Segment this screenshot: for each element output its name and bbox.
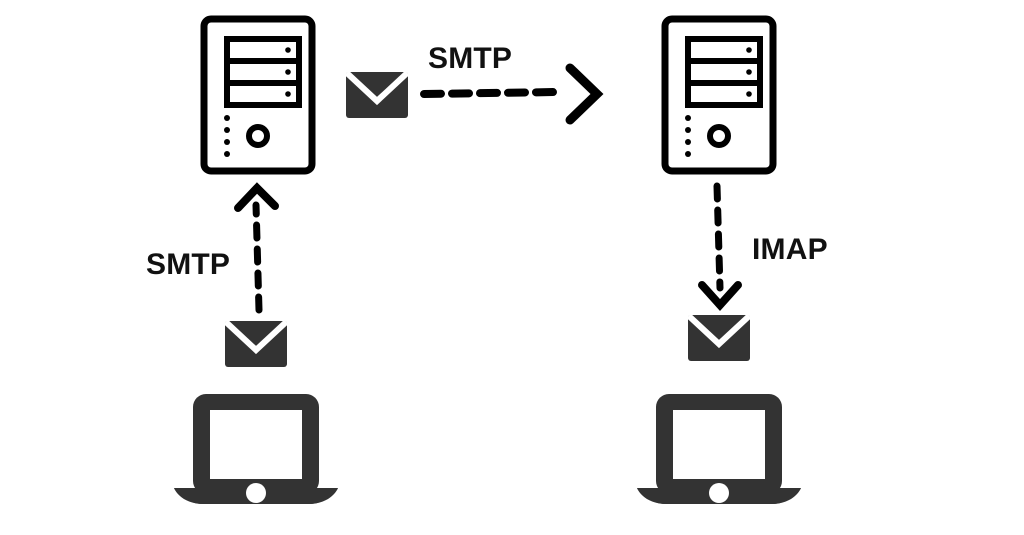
incoming-mail-server	[665, 19, 773, 171]
envelope-icon	[346, 72, 408, 118]
laptop-icon	[637, 394, 801, 504]
server-tower-icon	[204, 19, 312, 171]
server-tower-icon	[665, 19, 773, 171]
envelope-icon	[688, 315, 750, 361]
connector-imap-fetch	[698, 182, 742, 311]
label-smtp-upload: SMTP	[146, 248, 231, 281]
label-imap-fetch: IMAP	[752, 233, 828, 266]
in-transit-mail-envelope	[346, 72, 408, 118]
connector-smtp-relay	[420, 63, 604, 125]
envelope-icon	[225, 321, 287, 367]
delivered-mail-envelope	[688, 315, 750, 361]
outgoing-mail-server	[204, 19, 312, 171]
recipient-client-laptop	[637, 394, 801, 504]
connector-smtp-upload	[234, 182, 279, 314]
laptop-icon	[174, 394, 338, 504]
label-smtp-relay: SMTP	[428, 42, 513, 75]
sender-client-laptop	[174, 394, 338, 504]
outgoing-mail-envelope	[225, 321, 287, 367]
